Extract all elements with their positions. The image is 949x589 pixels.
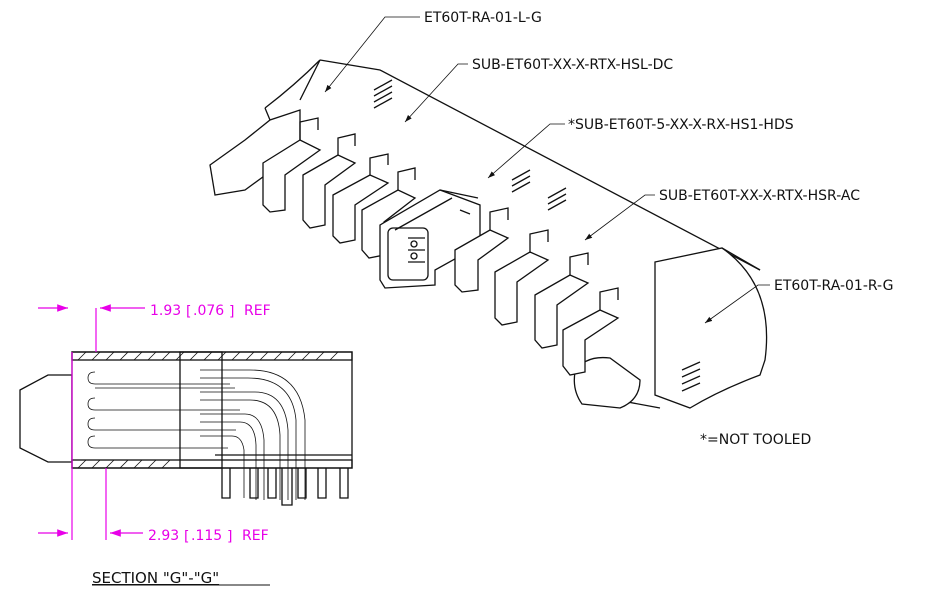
dim-top-alt: .076 — [193, 303, 224, 319]
dim-bottom-value: 2.93 — [148, 528, 179, 544]
dim-bottom-bracket-open: [ — [184, 529, 189, 545]
section-title: SECTION "G"-"G" — [92, 569, 219, 587]
section-contacts — [87, 369, 306, 500]
callout-right-cap: ET60T-RA-01-R-G — [774, 278, 893, 294]
dimension-lines — [38, 304, 145, 540]
callout-leaders — [324, 16, 770, 324]
logo-mark-endcap — [681, 361, 701, 392]
callout-left-cap: ET60T-RA-01-L-G — [424, 10, 542, 26]
middle-receptacle — [379, 189, 481, 289]
connector-assembly — [209, 59, 768, 409]
dim-bottom-bracket-close: ] — [227, 529, 232, 545]
dim-top-value: 1.93 — [150, 303, 181, 319]
section-view — [19, 351, 353, 506]
dim-top-label: 1.93 [ .076 ] REF — [150, 303, 271, 320]
logo-mark-left — [373, 79, 393, 109]
contact-row-right — [454, 207, 620, 376]
contact-row-left — [262, 117, 417, 259]
dim-top-bracket-close: ] — [229, 304, 234, 320]
logo-mark-right — [547, 187, 567, 211]
dim-bottom-label: 2.93 [ .115 ] REF — [148, 528, 269, 545]
dim-bottom-alt: .115 — [191, 528, 222, 544]
dim-top-ref: REF — [244, 303, 271, 319]
not-tooled-note: *=NOT TOOLED — [700, 432, 811, 448]
dim-top-bracket-open: [ — [186, 304, 191, 320]
section-pins — [215, 454, 352, 506]
callout-middle: *SUB-ET60T-5-XX-X-RX-HS1-HDS — [568, 117, 794, 133]
dim-bottom-ref: REF — [242, 528, 269, 544]
logo-mark-middle — [511, 169, 531, 193]
callout-left-housing: SUB-ET60T-XX-X-RTX-HSL-DC — [472, 57, 673, 73]
callout-right-housing: SUB-ET60T-XX-X-RTX-HSR-AC — [659, 188, 860, 204]
